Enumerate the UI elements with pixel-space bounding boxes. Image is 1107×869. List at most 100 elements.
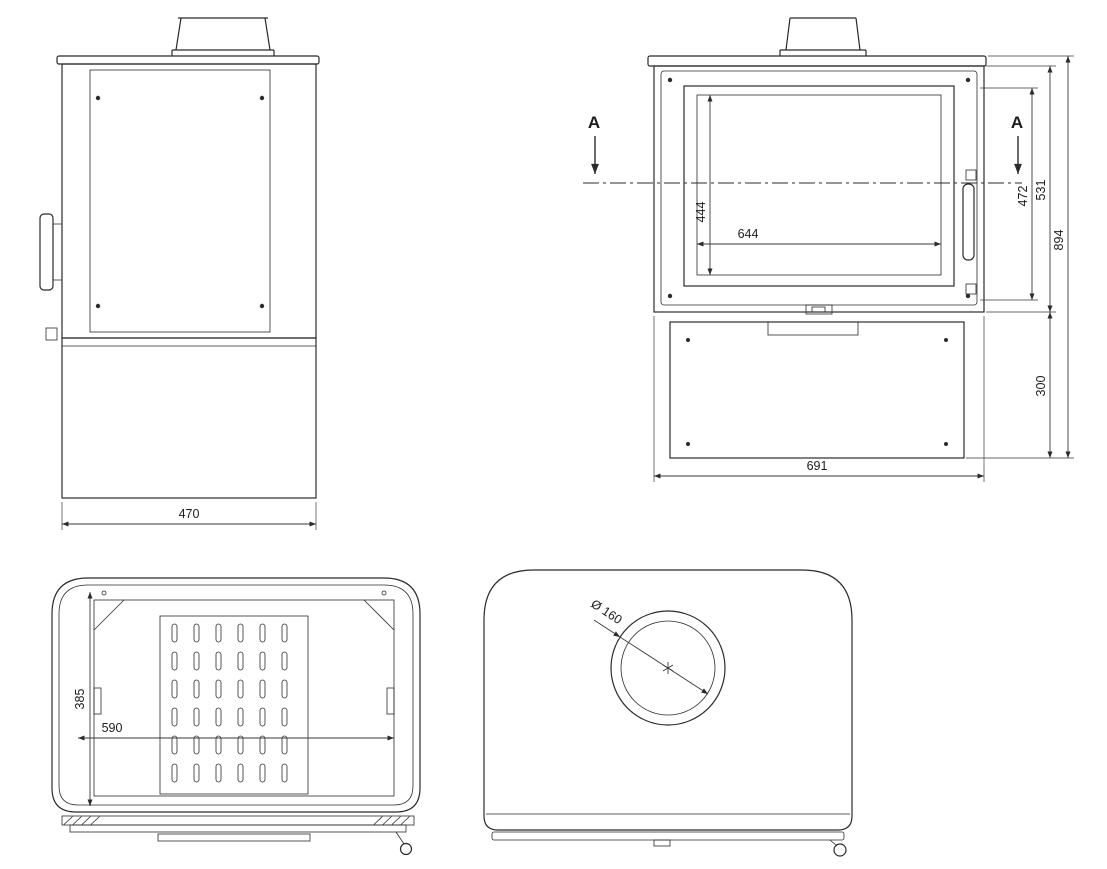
grate-slot bbox=[259, 707, 266, 727]
side-top-plate bbox=[56, 55, 320, 65]
side-brick-tab-right bbox=[386, 687, 395, 715]
front-base bbox=[669, 321, 965, 459]
dim-inner-depth-label: 385 bbox=[73, 689, 87, 710]
firebox-chamber bbox=[93, 599, 395, 797]
grate-slot bbox=[215, 679, 222, 699]
dim-overall-width-front-label: 691 bbox=[807, 459, 828, 473]
grate-slot bbox=[171, 707, 178, 727]
side-base bbox=[61, 337, 317, 499]
glass-pane bbox=[696, 94, 942, 276]
grate-slot bbox=[215, 763, 222, 783]
flue-diameter-label: Ø 160 bbox=[588, 597, 624, 627]
dim-overall-height-label: 894 bbox=[1052, 230, 1066, 251]
grate-slot bbox=[171, 651, 178, 671]
dim-ext-lines bbox=[653, 55, 1074, 482]
grate-slot bbox=[237, 707, 244, 727]
front-door-frame bbox=[660, 70, 978, 306]
chamber-corner-braces bbox=[93, 599, 395, 631]
grate-slot bbox=[259, 651, 266, 671]
grate-slot bbox=[259, 735, 266, 755]
plan-inner-shell bbox=[58, 584, 414, 806]
grate-slot bbox=[281, 651, 288, 671]
grate-slot bbox=[237, 763, 244, 783]
grate-slot bbox=[281, 623, 288, 643]
grate-slot bbox=[237, 735, 244, 755]
grate-slot bbox=[171, 763, 178, 783]
dim-inner-width-label: 590 bbox=[102, 721, 123, 735]
dim-base-height-label: 300 bbox=[1034, 376, 1048, 397]
base-screw bbox=[686, 442, 690, 446]
front-view: A A 644 444 472 531 300 894 691 bbox=[583, 17, 1074, 482]
door-latch-inner bbox=[811, 306, 826, 313]
front-door-handle bbox=[962, 183, 975, 261]
grate-slot bbox=[259, 623, 266, 643]
grate-slot bbox=[215, 651, 222, 671]
grate-slot bbox=[215, 623, 222, 643]
frame-screw bbox=[965, 293, 971, 299]
door-bottom-tab bbox=[157, 833, 311, 842]
flue-leader-segment-2 bbox=[619, 636, 709, 695]
panel-screw bbox=[95, 303, 101, 309]
handle-bracket bbox=[53, 223, 62, 281]
panel-screw bbox=[259, 303, 265, 309]
hatch-line bbox=[382, 816, 392, 825]
plan-outer-shell bbox=[51, 577, 421, 813]
section-label-left: A bbox=[588, 113, 600, 132]
glass-frame bbox=[683, 85, 955, 287]
grate-slot bbox=[237, 679, 244, 699]
grate-slot bbox=[193, 623, 200, 643]
hatch-line bbox=[63, 816, 73, 825]
handle-rod bbox=[395, 831, 405, 845]
frame-screw bbox=[965, 77, 971, 83]
hatch-line bbox=[391, 816, 401, 825]
side-body-panel bbox=[89, 69, 271, 333]
grate-slot bbox=[281, 763, 288, 783]
hatch-line bbox=[373, 816, 383, 825]
base-screw bbox=[944, 442, 948, 446]
grate-slot bbox=[215, 707, 222, 727]
door-band-inner bbox=[69, 824, 407, 833]
grate-slot bbox=[193, 735, 200, 755]
side-latch bbox=[45, 327, 58, 341]
grate-slot bbox=[193, 651, 200, 671]
base-screw bbox=[686, 338, 690, 342]
grate-slot bbox=[281, 707, 288, 727]
panel-screw bbox=[95, 95, 101, 101]
flue-outlet-inner bbox=[620, 620, 716, 716]
grate-slot bbox=[171, 679, 178, 699]
base-screw bbox=[944, 338, 948, 342]
grate-slot bbox=[259, 679, 266, 699]
grate-slot bbox=[193, 707, 200, 727]
door-hinge-top bbox=[965, 169, 977, 181]
dim-glass-width-label: 644 bbox=[738, 227, 759, 241]
hatch-line bbox=[90, 816, 100, 825]
top-plate-outline bbox=[483, 569, 853, 831]
side-view: 470 bbox=[39, 17, 320, 530]
flue-leader-segment-1 bbox=[593, 619, 621, 638]
front-flue-collar bbox=[779, 17, 867, 56]
chamber-screw bbox=[381, 590, 387, 596]
grate-slot bbox=[171, 623, 178, 643]
grate-slot bbox=[215, 735, 222, 755]
side-brick-tab-left bbox=[93, 687, 102, 715]
top-center-tab bbox=[653, 839, 671, 847]
door-latch bbox=[805, 304, 833, 315]
dim-overall-width-label: 470 bbox=[179, 507, 200, 521]
frame-screw bbox=[667, 293, 673, 299]
grate-slot-pattern bbox=[171, 623, 288, 783]
hatch-line bbox=[72, 816, 82, 825]
grate-panel bbox=[159, 615, 309, 795]
top-bottom-band bbox=[491, 831, 845, 841]
knob-ball bbox=[833, 843, 847, 857]
door-hinge-bottom bbox=[965, 283, 977, 295]
grate-slot bbox=[171, 735, 178, 755]
top-view: Ø 160 bbox=[483, 569, 853, 857]
section-label-right: A bbox=[1011, 113, 1023, 132]
hatch-line bbox=[81, 816, 91, 825]
flue-outlet-outer bbox=[610, 610, 726, 726]
grate-slot bbox=[193, 679, 200, 699]
dim-door-height-label: 472 bbox=[1016, 186, 1030, 207]
panel-screw bbox=[259, 95, 265, 101]
chamber-screw bbox=[101, 590, 107, 596]
